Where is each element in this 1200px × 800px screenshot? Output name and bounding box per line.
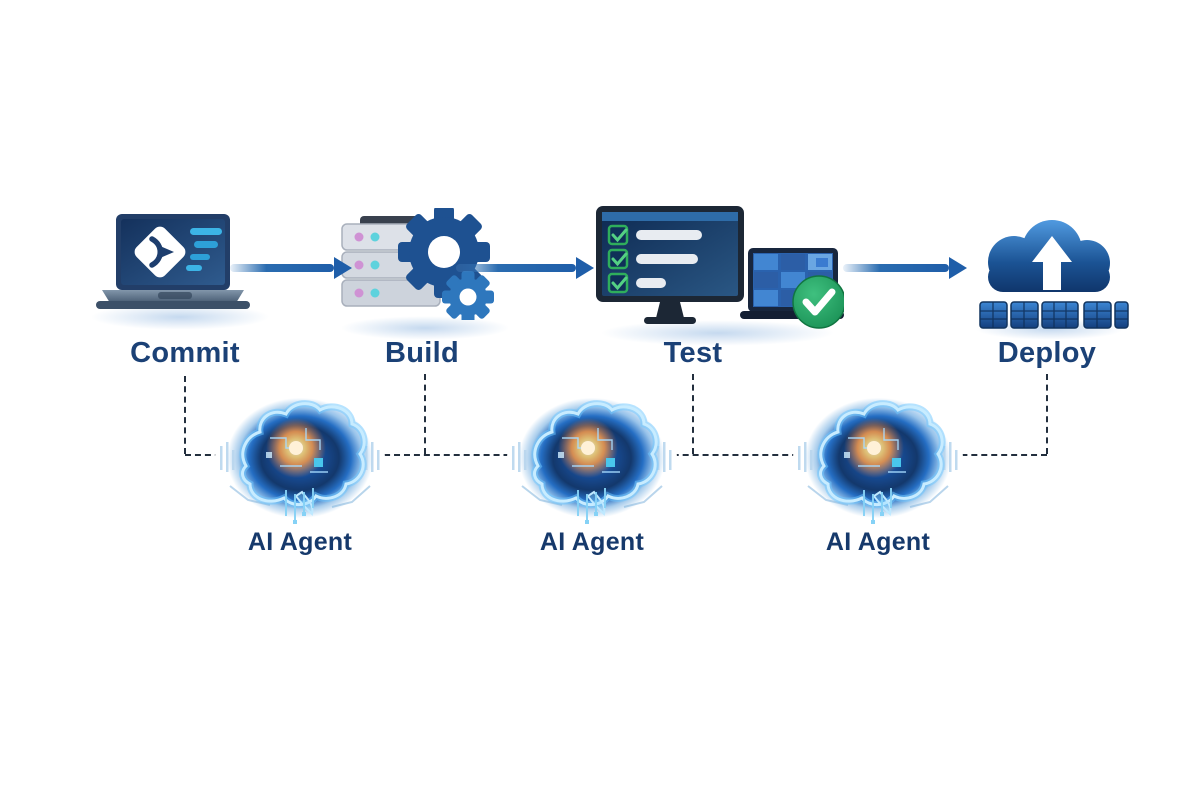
build-icon-shadow — [340, 316, 510, 340]
stage-label-test: Test — [663, 337, 723, 369]
git-branch-glyph — [134, 226, 186, 278]
server-gears-icon — [338, 206, 498, 323]
arrow-commit-to-build — [230, 257, 352, 279]
stage-label-deploy: Deploy — [997, 337, 1097, 369]
rack-grid-lines — [980, 302, 1128, 328]
dash-connector-deploy — [1046, 374, 1048, 454]
dash-connector-build — [424, 374, 426, 454]
agent-label-2: AI Agent — [539, 528, 645, 556]
small-gear — [442, 271, 494, 323]
ai-brain-icon-2 — [507, 388, 677, 528]
descending-circuits — [577, 488, 606, 522]
laptop-git-commit-icon — [88, 212, 258, 317]
side-circuit-bars — [798, 442, 958, 472]
code-lines — [186, 228, 222, 271]
ai-brain-icon-3 — [793, 388, 963, 528]
side-circuit-bars — [220, 442, 380, 472]
cloud-upload-servers-icon — [970, 206, 1130, 336]
dash-connector-commit — [184, 376, 186, 454]
agent-label-3: AI Agent — [825, 528, 931, 556]
stage-label-build: Build — [385, 337, 459, 369]
arrow-build-to-test — [456, 257, 594, 279]
brain-outline — [239, 400, 368, 508]
descending-circuits — [863, 488, 892, 522]
stage-label-commit: Commit — [130, 337, 240, 369]
success-check-badge — [792, 275, 846, 329]
server-leds — [354, 232, 380, 298]
brain-outline — [817, 400, 946, 508]
upload-arrow — [1032, 236, 1072, 290]
checklist — [607, 224, 702, 294]
dash-connector-test — [692, 374, 694, 454]
agent-label-1: AI Agent — [247, 528, 353, 556]
brain-outline — [531, 400, 660, 508]
monitor-checklist-icon — [594, 204, 846, 334]
test-icon-shadow — [600, 320, 835, 346]
arrow-test-to-deploy — [843, 257, 967, 279]
ai-brain-icon-1 — [215, 388, 385, 528]
descending-circuits — [285, 488, 314, 522]
side-circuit-bars — [512, 442, 672, 472]
